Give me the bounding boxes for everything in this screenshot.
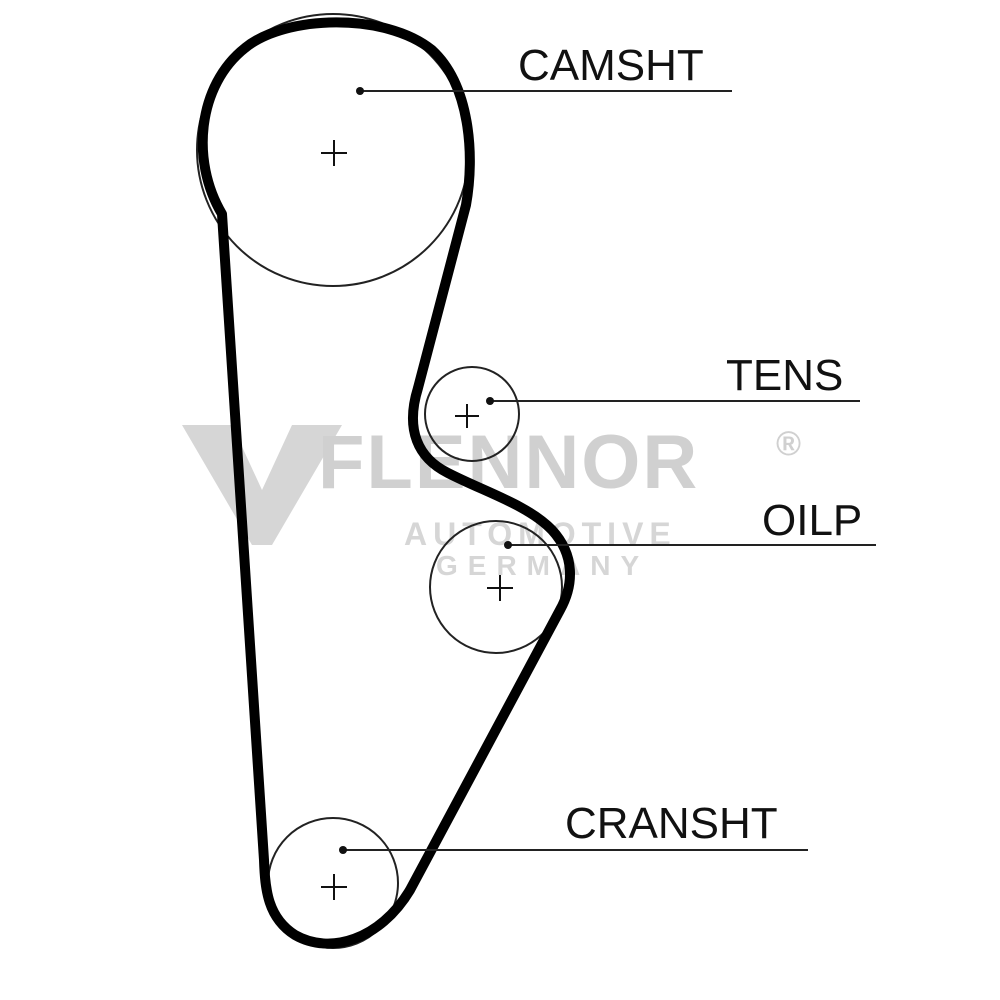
tensioner-label: TENS — [726, 351, 843, 400]
flennor-logo-mark — [182, 425, 342, 545]
center-marks — [321, 140, 513, 900]
watermark-registered: ® — [776, 425, 801, 463]
timing-belt — [197, 17, 575, 949]
crankshaft-label: CRANSHT — [565, 799, 778, 848]
camshaft-center-mark — [321, 140, 347, 166]
watermark-line2: GERMANY — [436, 550, 649, 581]
oil-pump-pulley — [429, 520, 563, 654]
camshaft-leader — [356, 87, 732, 95]
tensioner-pulley — [424, 366, 520, 462]
crankshaft-center-mark — [321, 874, 347, 900]
leader-lines — [339, 87, 876, 854]
watermark-brand: FLENNOR — [318, 420, 699, 505]
oil-pump-center-mark — [487, 575, 513, 601]
oil-pump-label: OILP — [762, 496, 862, 545]
camshaft-label: CAMSHT — [518, 41, 704, 90]
crankshaft-leader — [339, 846, 808, 854]
flennor-watermark: FLENNOR ® AUTOMOTIVE GERMANY — [182, 420, 801, 581]
tensioner-center-mark — [455, 404, 479, 428]
oil-pump-leader — [504, 541, 876, 549]
tensioner-leader — [486, 397, 860, 405]
